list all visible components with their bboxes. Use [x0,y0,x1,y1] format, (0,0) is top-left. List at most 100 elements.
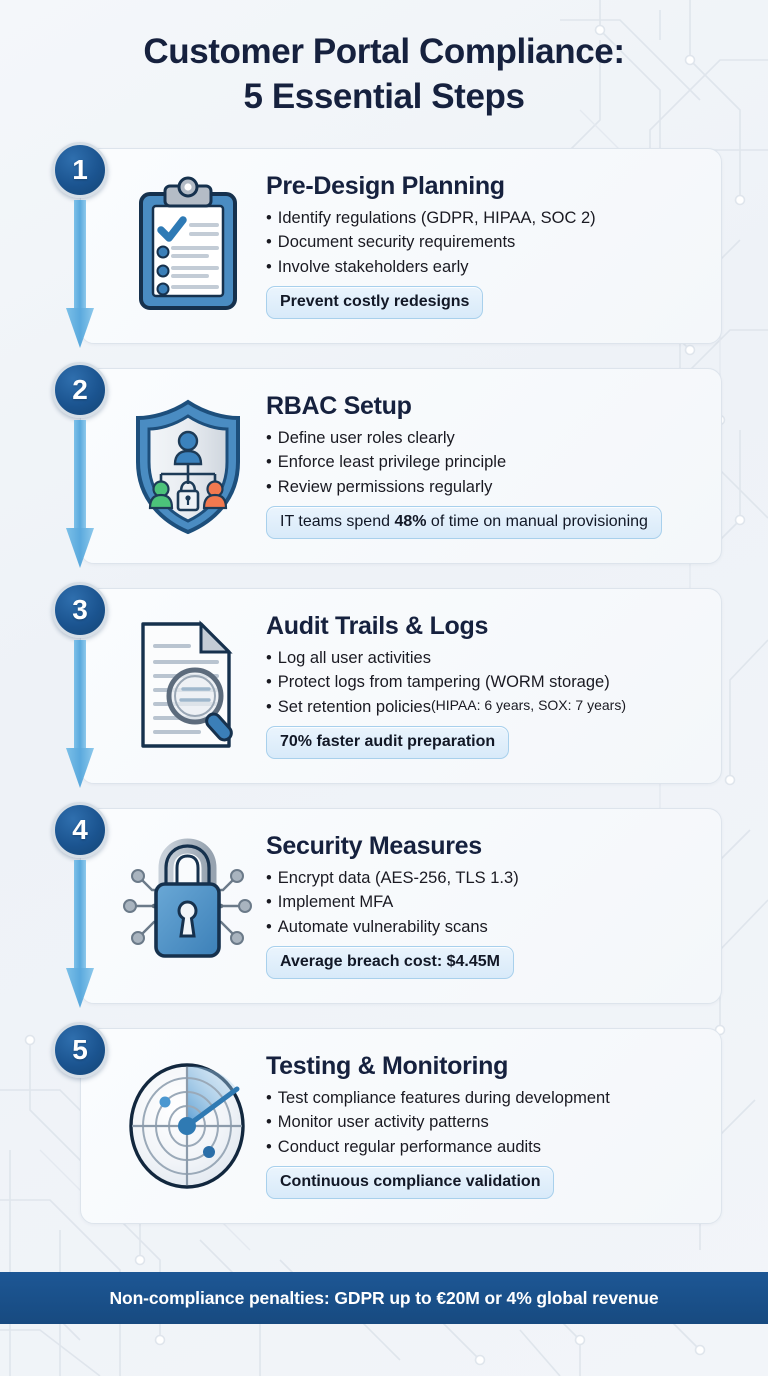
step-connector-rail: 2 [46,358,114,578]
bullet-item: • Identify regulations (GDPR, HIPAA, SOC … [266,206,703,230]
bullet-item: • Implement MFA [266,890,703,914]
bullet-dot: • [266,233,272,252]
bullet-dot: • [266,1088,272,1107]
title-line-2: 5 Essential Steps [243,76,525,116]
padlock-circuit-icon [81,836,266,976]
bullet-item: • Set retention policies (HIPAA: 6 years,… [266,695,703,719]
step-content: Testing & Monitoring • Test compliance fe… [266,1051,721,1200]
bullet-text: Identify regulations (GDPR, HIPAA, SOC 2… [277,208,596,227]
step-card[interactable]: Pre-Design Planning • Identify regulation… [80,147,722,344]
bullet-text: Automate vulnerability scans [277,917,488,936]
title-line-1: Customer Portal Compliance: [143,32,625,71]
step-bullets: • Test compliance features during develop… [266,1086,703,1159]
down-arrow-icon [66,199,94,348]
radar-scope-icon [81,1061,266,1191]
bullet-text: Review permissions regularly [277,477,493,496]
step-number-badge: 1 [52,141,108,198]
bullet-item: • Involve stakeholders early [266,255,703,279]
bullet-item: • Protect logs from tampering (WORM stora… [266,670,703,694]
bullet-item: • Monitor user activity patterns [266,1110,703,1134]
pill-suffix: of time on manual provisioning [426,513,648,531]
down-arrow-icon [66,639,94,788]
step-item: 4 [0,798,768,1018]
bullet-dot: • [266,893,272,912]
step-title: Audit Trails & Logs [266,611,489,640]
step-number-badge: 5 [52,1021,108,1078]
page-title: Customer Portal Compliance: 5 Essential … [0,0,768,130]
bullet-item: • Conduct regular performance audits [266,1135,703,1159]
document-magnifier-icon [81,616,266,756]
step-bullets: • Identify regulations (GDPR, HIPAA, SOC … [266,206,703,279]
down-arrow-icon [66,859,94,1008]
bullet-item: •Encrypt data (AES-256, TLS 1.3) [266,866,703,890]
bullet-text: Involve stakeholders early [277,257,469,276]
bullet-text: Monitor user activity patterns [277,1113,489,1132]
pill-prefix: IT teams spend [280,513,395,531]
bullet-dot: • [266,1137,272,1156]
step-card[interactable]: Security Measures •Encrypt data (AES-256… [80,807,722,1004]
clipboard-checklist-icon [81,176,266,316]
bullet-dot: • [266,648,272,667]
step-title: Security Measures [266,831,482,860]
step-title: Pre-Design Planning [266,171,505,200]
step-highlight-pill: Average breach cost: $4.45M [266,946,514,980]
step-highlight-pill: Prevent costly redesigns [266,286,484,320]
step-bullets: • Define user roles clearly • Enforce leas… [266,426,703,499]
step-card[interactable]: Audit Trails & Logs • Log all user activi… [80,587,722,784]
down-arrow-icon [66,419,94,568]
bullet-dot: • [266,428,272,447]
bullet-text: Set retention policies [277,697,431,716]
bullet-dot: • [266,257,272,276]
step-title: Testing & Monitoring [266,1051,509,1080]
footer-text: Non-compliance penalties: GDPR up to €20… [109,1287,659,1308]
step-connector-rail: 3 [46,578,114,798]
bullet-dot: • [266,208,272,227]
bullet-item: • Test compliance features during develop… [266,1086,703,1110]
bullet-subtext: (HIPAA: 6 years, SOX: 7 years) [430,696,626,713]
step-item: 3 [0,578,768,798]
bullet-dot: • [266,917,272,936]
step-number-badge: 4 [52,801,108,858]
bullet-dot: • [266,1113,272,1132]
bullet-dot: • [266,673,272,692]
bullet-item: • Enforce least privilege principle [266,450,703,474]
step-title: RBAC Setup [266,391,412,420]
step-connector-rail: 4 [46,798,114,1018]
bullet-text: Enforce least privilege principle [277,453,507,472]
shield-user-roles-icon [81,396,266,536]
step-connector-rail: 5 [46,1018,114,1230]
bullet-text: Implement MFA [277,893,394,912]
step-bullets: • Log all user activities • Protect logs f… [266,646,703,719]
bullet-text: Protect logs from tampering (WORM storag… [277,673,610,692]
bullet-dot: • [266,697,272,716]
step-highlight-pill: Continuous compliance validation [266,1166,555,1200]
step-card[interactable]: RBAC Setup • Define user roles clearly • E… [80,367,722,564]
step-content: Pre-Design Planning • Identify regulation… [266,171,721,320]
bullet-text: Define user roles clearly [277,428,455,447]
steps-list: 1 [0,138,768,1230]
bullet-item: • Log all user activities [266,646,703,670]
step-number-badge: 3 [52,581,108,638]
bullet-item: • Document security requirements [266,230,703,254]
pill-bold-value: 48% [394,513,427,531]
bullet-text: Conduct regular performance audits [277,1137,542,1156]
bullet-text: Test compliance features during developm… [277,1088,610,1107]
step-highlight-pill: 70% faster audit preparation [266,726,510,760]
step-content: Audit Trails & Logs • Log all user activi… [266,611,721,760]
bullet-item: • Automate vulnerability scans [266,915,703,939]
step-content: Security Measures •Encrypt data (AES-256… [266,831,721,980]
step-card[interactable]: Testing & Monitoring • Test compliance fe… [80,1027,722,1224]
bullet-dot: • [266,453,272,472]
step-highlight-pill: IT teams spend 48% of time on manual pro… [266,506,662,540]
bullet-text: Document security requirements [277,233,516,252]
step-connector-rail: 1 [46,138,114,358]
bullet-dot: • [266,477,272,496]
bullet-text: Log all user activities [277,648,431,667]
footer-banner: Non-compliance penalties: GDPR up to €20… [0,1272,768,1324]
step-item: 1 [0,138,768,358]
step-bullets: •Encrypt data (AES-256, TLS 1.3) • Implem… [266,866,703,939]
bullet-item: • Review permissions regularly [266,475,703,499]
step-number-badge: 2 [52,361,108,418]
bullet-item: • Define user roles clearly [266,426,703,450]
